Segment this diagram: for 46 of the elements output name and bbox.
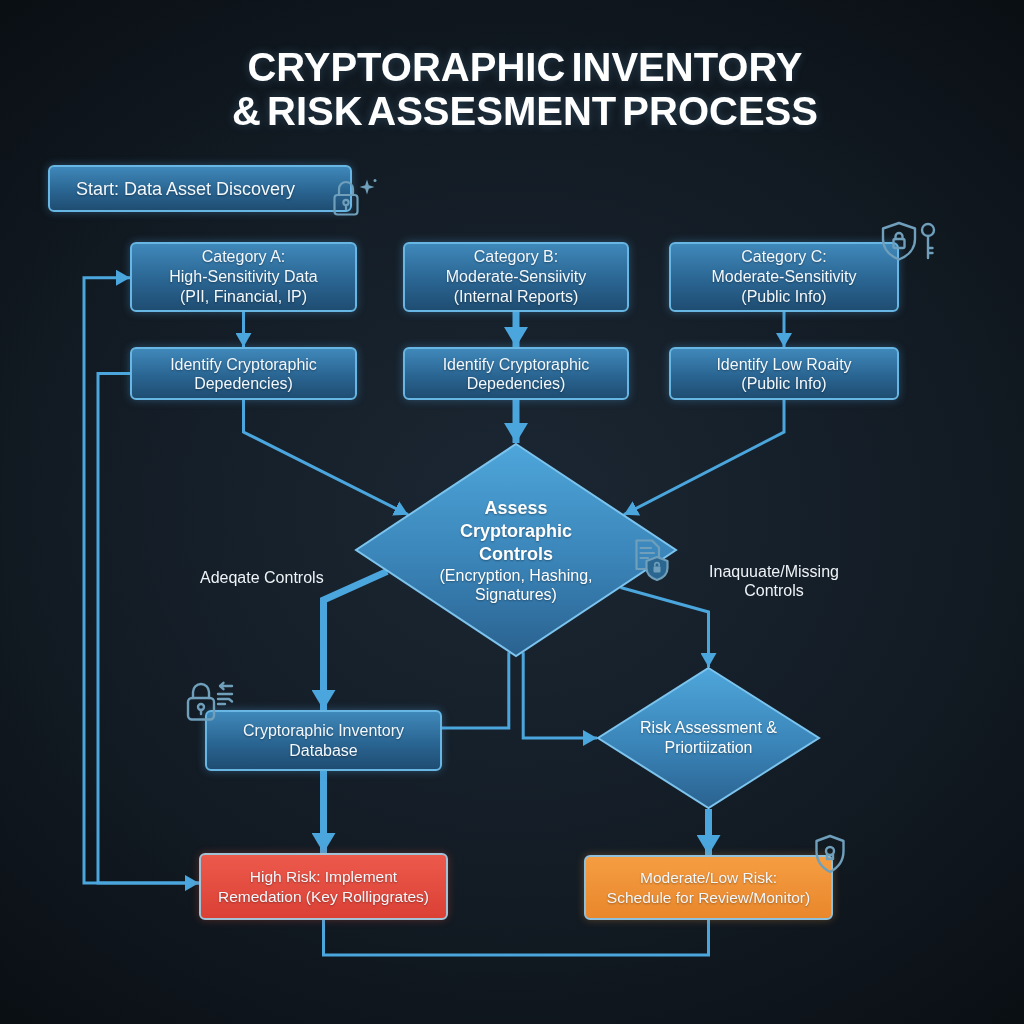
- arrow: [311, 568, 389, 710]
- low-risk-box: [584, 855, 833, 920]
- step-label: Cryptoraphic Inventory Database: [242, 720, 405, 761]
- category-description: High-Sensitivity Data (PII, Financial, IP): [168, 267, 319, 307]
- arrow: [235, 312, 252, 347]
- outcome-label: High Risk: Implement Remedation (Key Rollipgrates): [216, 866, 431, 907]
- category-description: Moderate-Sensiivity (Internal Reports): [444, 267, 588, 307]
- arrow: [504, 312, 528, 347]
- start-label: Start: Data Asset Discovery: [76, 177, 296, 200]
- category-box: [403, 242, 629, 312]
- category-box: [669, 242, 899, 312]
- category-heading: Category B:: [473, 247, 559, 267]
- arrow: [623, 400, 786, 517]
- arrow: [96, 372, 199, 892]
- step-label: Identify Cryptoraphic Depedencies): [441, 354, 591, 393]
- connector-line: [322, 920, 710, 957]
- category-heading: Category C:: [741, 247, 827, 267]
- decision-diamond: [355, 443, 677, 657]
- high-risk-box: [199, 853, 448, 920]
- arrow: [504, 400, 528, 443]
- arrow: [242, 400, 409, 517]
- category-box: [130, 242, 357, 312]
- arrow: [311, 771, 336, 853]
- arrow: [696, 809, 721, 855]
- process-box: [403, 347, 629, 400]
- decision-title: Assess Cryptoraphic Controls: [459, 496, 573, 566]
- step-label: Identify Low Roaity (Public Info): [715, 354, 853, 393]
- process-box: [669, 347, 899, 400]
- step-label: Identify Cryptoraphic Depedencies): [169, 354, 318, 393]
- decision-detail: (Encryption, Hashing, Signatures): [438, 565, 594, 604]
- arrow: [521, 652, 597, 746]
- decision-label: Risk Assessment & Priortiization: [639, 718, 778, 758]
- arrow: [776, 312, 792, 347]
- diagram-title: CRYPTORAPHIC INVENTORY & RISK ASSESMENT PROCESS: [231, 45, 819, 133]
- outcome-label: Moderate/Low Risk: Schedule for Review/Monitor): [605, 867, 812, 908]
- start-box: [48, 165, 352, 212]
- edge-label: Adeqate Controls: [200, 568, 324, 587]
- process-box: [205, 710, 442, 771]
- category-heading: Category A:: [201, 247, 286, 267]
- arrow: [82, 269, 199, 885]
- edge-label: Inaquuate/Missing Controls: [708, 562, 840, 600]
- process-box: [130, 347, 357, 400]
- connector-line: [442, 652, 511, 730]
- arrow: [620, 586, 717, 667]
- category-description: Moderate-Sensitivity (Public Info): [710, 267, 858, 307]
- decision-diamond: [597, 667, 820, 809]
